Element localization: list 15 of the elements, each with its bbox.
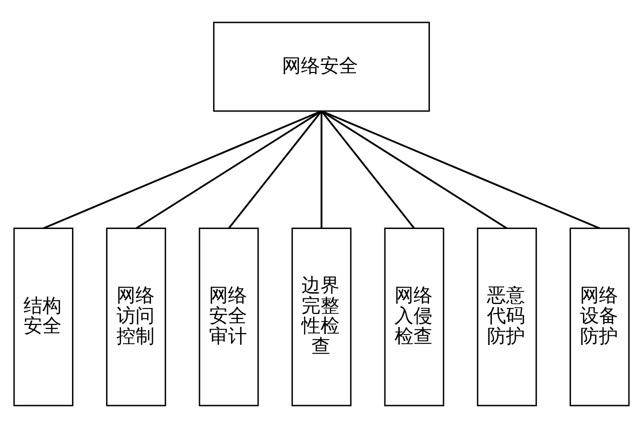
node-box: 网络安全	[213, 21, 430, 112]
node-box: 网络安全审计	[198, 227, 259, 406]
connector	[321, 110, 600, 229]
connector	[43, 110, 322, 229]
node-box: 边界完整性检查	[292, 227, 352, 406]
node-box: 网络入侵检查	[384, 227, 444, 406]
node-box: 结构安全	[13, 227, 74, 406]
connector	[321, 110, 508, 229]
connector	[320, 110, 415, 228]
node-box: 网络访问控制	[106, 227, 166, 406]
node-box: 网络设备防护	[570, 227, 630, 406]
connector	[228, 110, 322, 228]
connector	[136, 110, 322, 229]
node-box: 恶意代码防护	[476, 227, 537, 406]
connector	[320, 110, 322, 228]
